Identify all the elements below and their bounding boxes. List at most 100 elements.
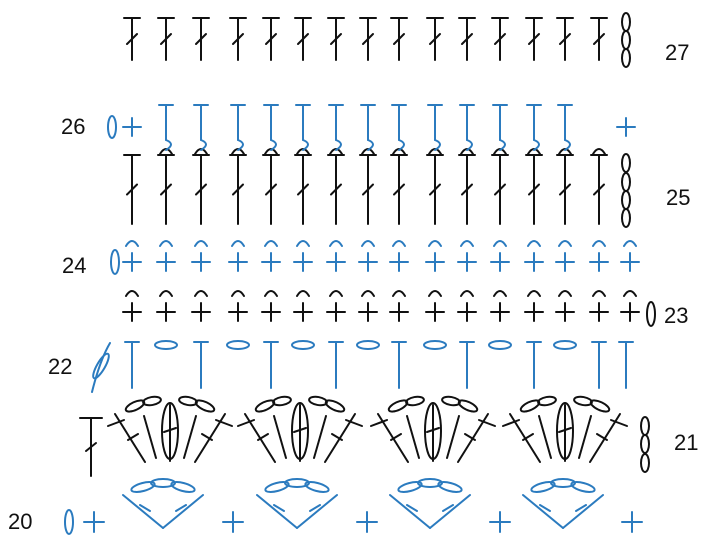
loop-arc [428,240,442,247]
chain-stitch [437,481,463,493]
blue-stitches [64,104,643,535]
dc-slash [330,183,342,196]
dc-slash [126,183,138,196]
dc-slash [160,183,172,196]
chain-stitch [154,340,178,350]
chain-stitch [387,399,409,413]
arch-slash [309,504,321,512]
turning-chain [110,249,120,275]
loop-arc [361,240,375,247]
chain-stitch [291,340,315,350]
chain-stitch [530,481,556,493]
turning-chain [646,301,656,327]
arch-dc [522,494,564,529]
loop-arc [493,290,507,297]
shell-dc-slash [390,433,402,441]
chain-stitch [356,340,380,350]
shell-dc-bar [237,419,255,427]
arch-dc [429,494,471,529]
chain-stitch [142,395,162,407]
turning-chain [621,208,631,228]
turning-chain [640,453,650,473]
dc-slash [85,442,97,452]
chain-stitch [170,481,196,493]
shell-dc [406,415,420,459]
arch-slash [139,504,151,512]
back-loop-arc [302,139,309,151]
loop-arc [558,290,572,297]
arch-slash [175,504,187,512]
back-loop-arc [533,139,540,151]
shell-dc-slash [464,433,476,441]
loop-arc [527,240,541,247]
loop-arc [264,240,278,247]
arch-dc [389,494,431,529]
dc-slash [528,183,540,196]
loop-arc [296,240,310,247]
loop-arc [392,240,406,247]
dc-slash [593,183,605,196]
loop-arc [264,290,278,297]
arch-dc [162,494,204,529]
dc-slash [559,33,571,45]
cluster-slash [163,427,177,433]
arch-dc [296,494,338,529]
shell-dc [538,415,552,459]
dc-slash [265,33,277,45]
back-loop-arc [466,139,473,151]
dc-slash [461,183,473,196]
dc-slash [195,33,207,45]
arch-dc [256,494,298,529]
turning-chain [91,342,111,393]
row-number-26: 26 [61,114,86,139]
row-number-21: 21 [674,430,699,455]
loop-arc [159,290,173,297]
loop-arc [592,240,606,247]
loop-arc [623,240,637,247]
loop-arc [592,148,606,155]
turning-chain [621,172,631,192]
shell-dc [273,415,287,459]
turning-chain [640,416,650,436]
chain-stitch [324,399,346,413]
loop-arc [460,240,474,247]
back-loop-arc [200,139,207,151]
chain-stitch [194,399,216,413]
dc-slash [232,33,244,45]
shell-dc-bar [107,419,125,427]
dc-slash [126,33,138,45]
arch-slash [575,504,587,512]
dc-slash [494,33,506,45]
arch-slash [442,504,454,512]
arch-slash [539,504,551,512]
dc-slash [559,183,571,196]
back-loop-arc [367,139,374,151]
shell-dc-slash [522,433,534,441]
loop-arc [194,290,208,297]
chain-stitch [178,395,198,407]
chain-stitch [441,395,461,407]
shell-dc-slash [331,433,343,441]
dc-slash [494,183,506,196]
row-number-22: 22 [48,354,73,379]
shell-dc-slash [596,433,608,441]
loop-arc [460,290,474,297]
row-number-25: 25 [666,185,691,210]
loop-arc [231,240,245,247]
loop-arc [296,290,310,297]
cluster-slash [558,427,572,433]
turning-chain [621,12,631,32]
back-loop-arc [499,139,506,151]
back-loop-arc [434,139,441,151]
chain-stitch [570,481,596,493]
loop-arc [558,240,572,247]
loop-arc [231,290,245,297]
dc-slash [528,33,540,45]
turning-chain [621,48,631,68]
chain-stitch [272,395,292,407]
shell-dc-bar [502,419,520,427]
chain-stitch [519,399,541,413]
shell-dc [578,415,592,459]
chain-stitch [308,395,328,407]
